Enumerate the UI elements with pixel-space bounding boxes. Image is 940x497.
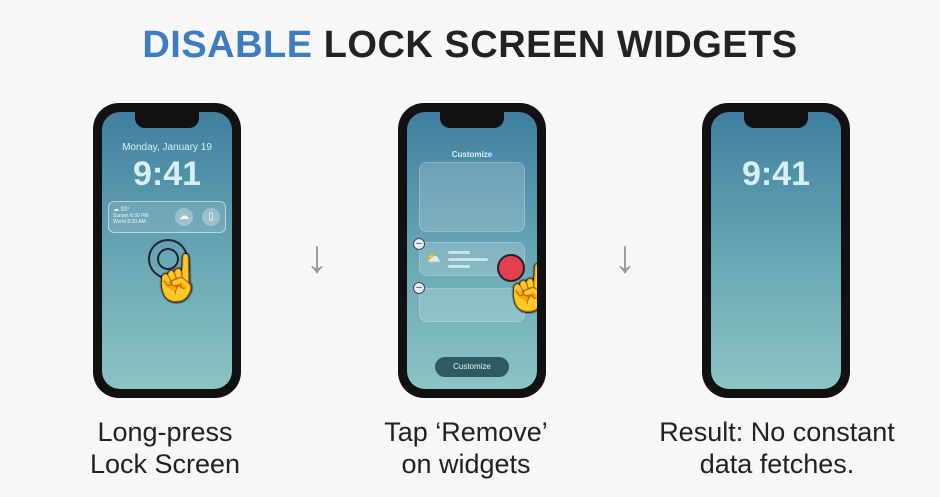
text-line xyxy=(448,258,488,261)
weather-icon: ⛅ xyxy=(426,251,441,265)
notch xyxy=(744,112,808,128)
press-ring-inner xyxy=(157,248,179,270)
weather-temp: ☁ 93° xyxy=(113,207,130,213)
lock-time: 9:41 xyxy=(132,155,202,193)
text-line xyxy=(448,265,470,268)
lock-date: Monday, January 19 xyxy=(122,142,212,153)
cloud-icon: ☁ xyxy=(175,208,193,226)
text-line xyxy=(448,251,470,254)
caption-step-2: Tap ‘Remove’on widgets xyxy=(316,416,616,480)
pointing-hand-icon: ☝ xyxy=(150,254,205,303)
caption-line: Tap ‘Remove’ xyxy=(384,417,548,447)
caption-line: Result: No constant xyxy=(659,417,895,447)
phone-step-3: 9:41 xyxy=(702,103,850,398)
caption-line: on widgets xyxy=(401,449,531,479)
phone-step-2: Customize ⛅ – – ☝ Customize xyxy=(398,103,546,398)
remove-minus-icon[interactable]: – xyxy=(413,238,425,250)
weather-temp-value: 93° xyxy=(120,207,130,213)
customize-screen: Customize ⛅ – – ☝ Customize xyxy=(407,112,537,389)
phone-icon: ▯ xyxy=(202,208,220,226)
widget-card-empty[interactable] xyxy=(419,162,525,232)
customize-header: Customize xyxy=(451,150,493,159)
title-highlight: DISABLE xyxy=(142,24,313,66)
notch xyxy=(440,112,504,128)
caption-line: data fetches. xyxy=(699,449,855,479)
phone-step-1: Monday, January 19 9:41 ☁ 93° Sunset 6:3… xyxy=(93,103,241,398)
press-ring-outer xyxy=(148,239,188,279)
remove-button[interactable] xyxy=(497,254,525,282)
widget-bar[interactable]: ☁ 93° Sunset 6:30 PM World 8:30 AM ☁ ▯ xyxy=(108,201,226,233)
pointing-hand-icon: ☝ xyxy=(502,264,537,313)
remove-minus-icon[interactable]: – xyxy=(413,282,425,294)
lock-screen: Monday, January 19 9:41 ☁ 93° Sunset 6:3… xyxy=(102,112,232,389)
page-title: DISABLE LOCK SCREEN WIDGETS xyxy=(0,24,940,67)
clean-lock-screen: 9:41 xyxy=(711,112,841,389)
widget-card-empty[interactable] xyxy=(419,288,525,322)
weather-line-2: World 8:30 AM xyxy=(113,219,146,225)
caption-line: Lock Screen xyxy=(89,449,241,479)
title-rest: LOCK SCREEN WIDGETS xyxy=(323,24,798,66)
caption-line: Long-press xyxy=(97,417,233,447)
customize-button[interactable]: Customize xyxy=(435,357,509,377)
weather-line-1: Sunset 6:30 PM xyxy=(113,213,149,219)
notch xyxy=(135,112,199,128)
arrow-down-icon: ↓ xyxy=(613,230,637,282)
arrow-down-icon: ↓ xyxy=(305,230,329,282)
lock-time: 9:41 xyxy=(741,155,811,193)
